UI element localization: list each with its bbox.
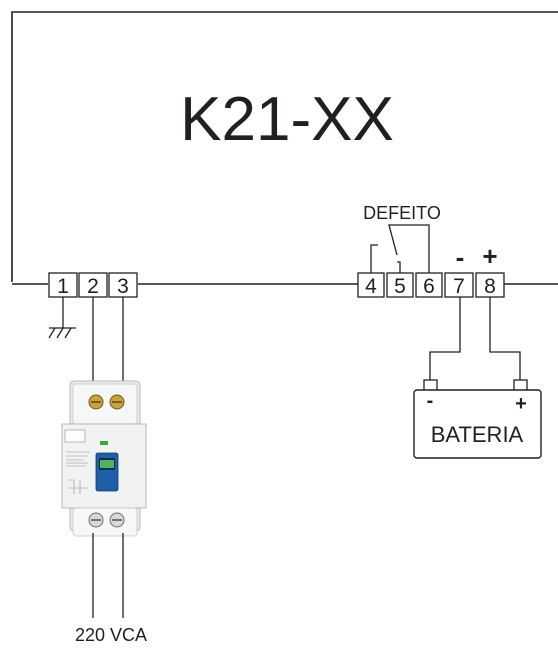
module-outline [11, 11, 558, 282]
terminal-6-label: 6 [423, 275, 435, 298]
terminal-7 [444, 272, 474, 298]
terminal-1-label: 1 [57, 275, 69, 298]
terminal-7-label: 7 [453, 275, 465, 298]
minus-mark: - [456, 242, 465, 272]
terminal-3-label: 3 [117, 275, 129, 298]
terminal-3 [108, 272, 138, 298]
battery-label: BATERIA [431, 422, 524, 447]
battery-minus: - [427, 390, 434, 412]
terminal-block-left: 1 2 3 [48, 272, 138, 298]
terminal-5-label: 5 [394, 275, 406, 298]
terminal-8-label: 8 [484, 275, 496, 298]
battery: - + BATERIA [413, 379, 542, 459]
terminal-8 [475, 272, 505, 298]
module-title: K21-XX [180, 85, 394, 154]
terminal-4 [357, 272, 385, 298]
mains-label: 220 VCA [75, 625, 147, 645]
fault-relay-contact: DEFEITO [363, 203, 441, 273]
battery-body [413, 389, 542, 459]
relay-nc-contact [370, 244, 378, 273]
wire-battery-positive [489, 297, 521, 380]
plus-mark: + [482, 241, 497, 271]
breaker-image [61, 380, 147, 537]
test-button [64, 429, 86, 443]
wire-battery-negative [429, 297, 461, 380]
terminal-2-label: 2 [87, 275, 99, 298]
terminal-1 [48, 272, 78, 298]
ground-icon [48, 297, 76, 339]
relay-common [397, 261, 401, 273]
terminal-4-label: 4 [365, 275, 377, 298]
terminal-block-right: 4 5 6 7 8 [357, 272, 505, 298]
indicator-led [100, 441, 108, 445]
fault-label: DEFEITO [363, 203, 441, 223]
relay-switch-arm [388, 224, 430, 273]
battery-plus: + [515, 393, 527, 415]
terminal-5 [386, 272, 414, 298]
